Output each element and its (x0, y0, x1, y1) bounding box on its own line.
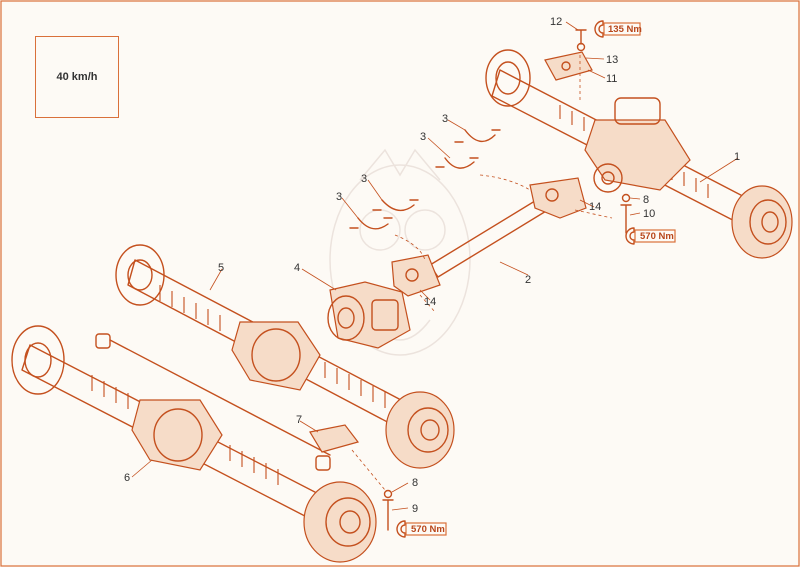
front-axle (485, 49, 793, 259)
callout-8: 8 (643, 194, 649, 206)
wrench-icon (625, 227, 676, 245)
callout-6: 6 (124, 472, 130, 484)
callout-3: 3 (442, 113, 448, 125)
callout-3: 3 (361, 173, 367, 185)
callout-3: 3 (420, 131, 426, 143)
callout-8: 8 (412, 477, 418, 489)
torque-front-axle-bolt: 570 Nm (640, 231, 674, 242)
callout-3: 3 (336, 191, 342, 203)
callout-12: 12 (550, 16, 562, 28)
callout-13: 13 (606, 54, 618, 66)
rear-axle (11, 325, 377, 563)
callout-2: 2 (525, 274, 531, 286)
leader-lines (131, 21, 739, 511)
callout-1: 1 (734, 151, 740, 163)
speed-rating-label: 40 km/h (56, 71, 98, 83)
callout-9: 9 (412, 503, 418, 515)
callout-11: 11 (606, 73, 617, 85)
rear-mount-plate (309, 424, 394, 531)
wrench-icon (594, 20, 641, 38)
torque-rear-mount-bolt: 570 Nm (411, 524, 445, 535)
middle-axle (115, 244, 455, 469)
upper-mount-plate (544, 29, 593, 100)
transfer-gearbox (327, 281, 411, 349)
callout-5: 5 (218, 262, 224, 274)
torque-top-bolt: 135 Nm (608, 24, 642, 35)
callout-4: 4 (294, 262, 300, 274)
speed-rating-box: 40 km/h (35, 36, 119, 118)
callout-14: 14 (589, 201, 601, 213)
front-axle-bolt (620, 193, 632, 234)
callout-14: 14 (424, 296, 436, 308)
wrench-icon (396, 520, 447, 538)
watermark (329, 148, 471, 356)
callout-10: 10 (643, 208, 655, 220)
driveshaft (391, 177, 613, 313)
clamp-brackets (349, 129, 531, 261)
callout-7: 7 (296, 414, 302, 426)
